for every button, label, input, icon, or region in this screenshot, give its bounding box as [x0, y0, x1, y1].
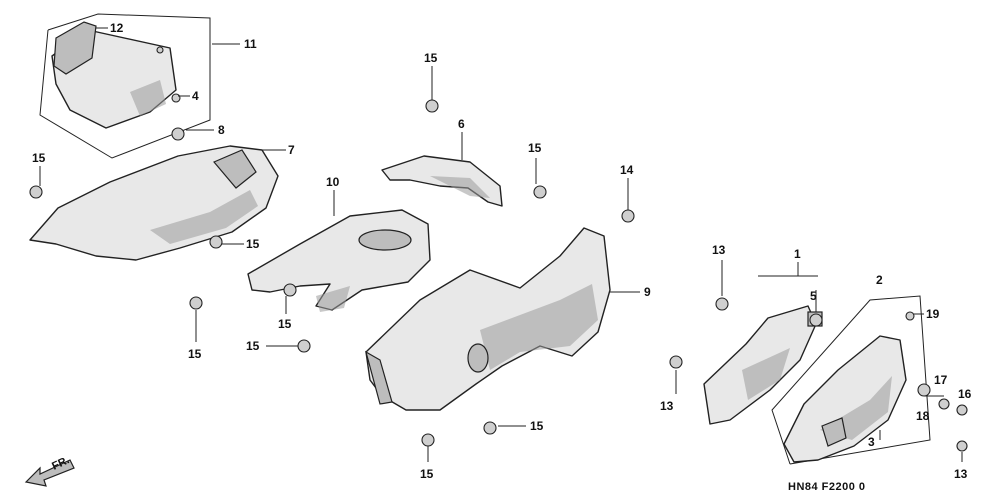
callout-15-mid: 15 [246, 339, 260, 353]
callout-15-lower-left: 15 [188, 347, 202, 361]
callout-19: 19 [926, 307, 940, 321]
callout-7: 7 [288, 143, 295, 157]
callout-15-left: 15 [32, 151, 46, 165]
callout-5: 5 [810, 289, 817, 303]
part-9-front-panel [365, 227, 611, 411]
callout-14: 14 [620, 163, 634, 177]
callout-15-top: 15 [424, 51, 438, 65]
callout-15-cover7: 15 [246, 237, 260, 251]
callout-3: 3 [868, 435, 875, 449]
callout-15-bracket6: 15 [528, 141, 542, 155]
callout-13-right: 13 [954, 467, 968, 481]
callout-15-bottom: 15 [420, 467, 434, 481]
callout-12: 12 [110, 21, 124, 35]
inset-panel-11 [39, 13, 211, 159]
callout-2: 2 [876, 273, 883, 287]
part-2-cover [771, 295, 931, 465]
callout-17: 17 [934, 373, 948, 387]
part-6-bracket [381, 155, 503, 207]
callout-1: 1 [794, 247, 801, 261]
callout-16: 16 [958, 387, 972, 401]
leader-lines [39, 27, 963, 462]
callout-9: 9 [644, 285, 651, 299]
callout-15-seat: 15 [278, 317, 292, 331]
callout-15-bottom-right: 15 [530, 419, 544, 433]
part-7-side-cover [29, 145, 279, 261]
callout-10: 10 [326, 175, 340, 189]
part-10-seat-pan [247, 209, 431, 312]
callout-11: 11 [244, 37, 257, 51]
diagram-code: HN84 F2200 0 [788, 481, 866, 493]
front-direction-arrow: FR. [24, 454, 75, 487]
callout-labels: 11 12 4 8 7 15 15 15 10 15 15 15 6 15 14… [32, 21, 972, 481]
fasteners [29, 99, 968, 452]
callout-8: 8 [218, 123, 225, 137]
callout-13-left: 13 [660, 399, 674, 413]
callout-18: 18 [916, 409, 930, 423]
callout-6: 6 [458, 117, 465, 131]
callout-4: 4 [192, 89, 199, 103]
callout-13-top: 13 [712, 243, 726, 257]
